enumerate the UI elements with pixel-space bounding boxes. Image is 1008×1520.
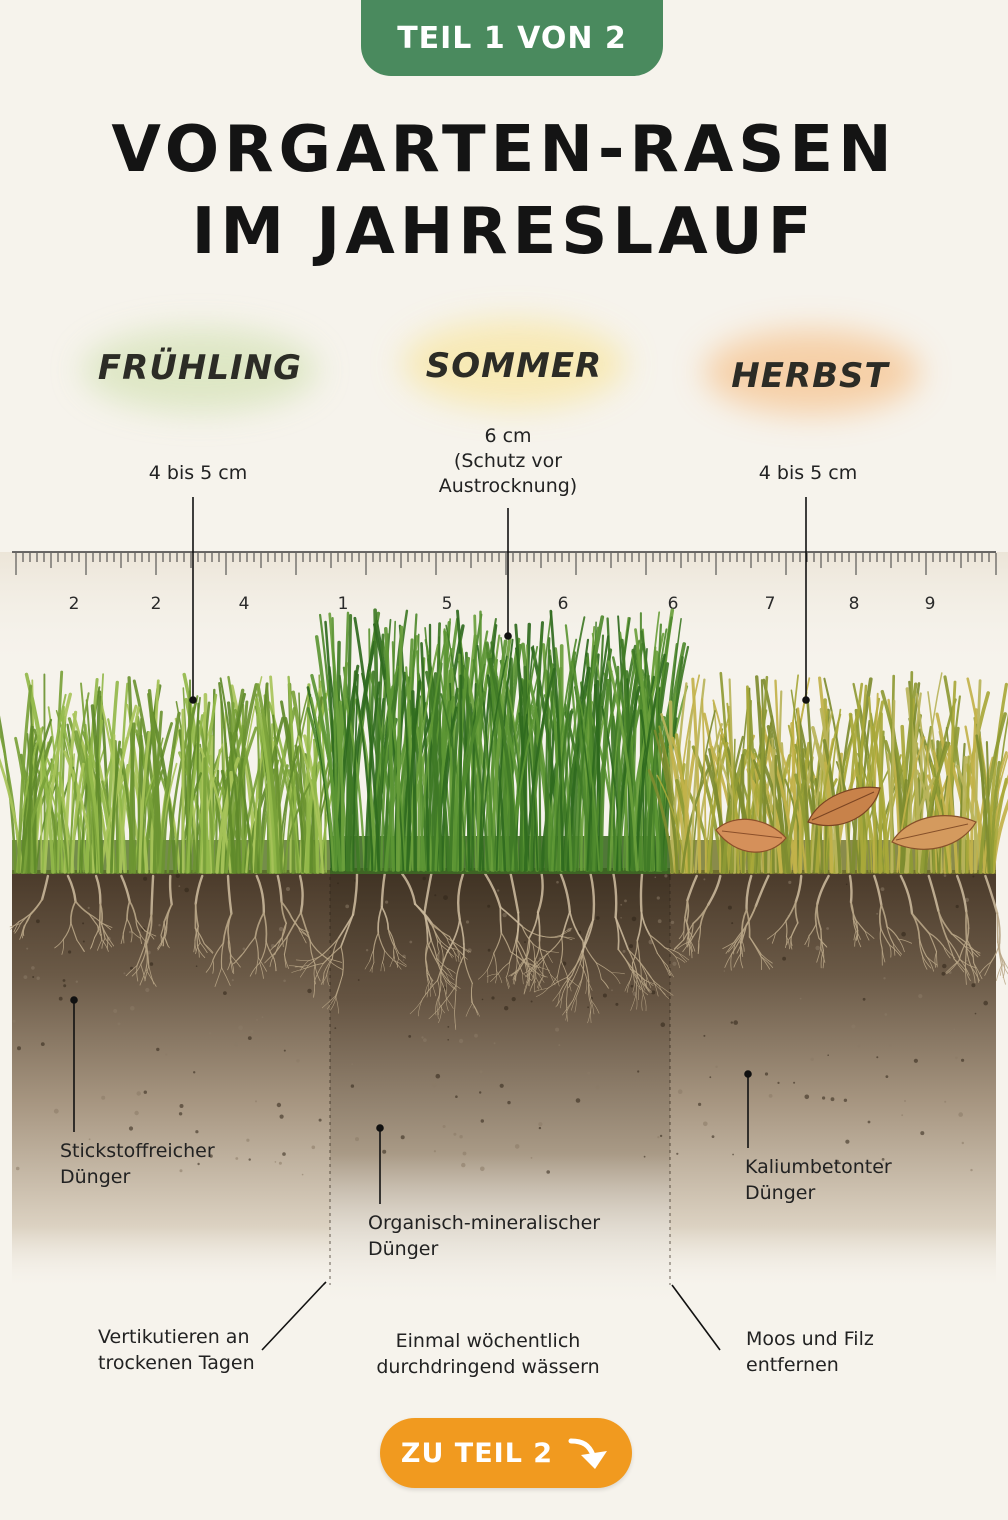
next-part-label: ZU TEIL 2 xyxy=(400,1437,554,1469)
ruler-labels: 2 2 4 1 5 6 6 7 8 9 xyxy=(69,594,936,614)
arrow-down-right-icon xyxy=(568,1438,608,1469)
ruler-ticks xyxy=(15,553,997,575)
spring-fertilizer-label: Stickstoffreicher Dünger xyxy=(60,1140,215,1188)
grass xyxy=(0,608,1008,874)
autumn-leaves xyxy=(715,786,977,853)
season-spring: FRÜHLING xyxy=(97,348,303,388)
next-part-button[interactable]: ZU TEIL 2 xyxy=(380,1418,632,1488)
autumn-task-label: Moos und Filz entfernen xyxy=(746,1328,874,1376)
autumn-fertilizer-label: Kaliumbetonter Dünger xyxy=(745,1156,892,1204)
ruler-number: 1 xyxy=(338,594,349,614)
spring-height-label: 4 bis 5 cm xyxy=(148,462,248,484)
ruler-number: 9 xyxy=(925,594,936,614)
season-blobs xyxy=(82,320,920,414)
ruler-number: 8 xyxy=(849,594,860,614)
season-autumn: HERBST xyxy=(731,356,889,396)
ruler-number: 5 xyxy=(442,594,453,614)
ruler-number: 4 xyxy=(239,594,250,614)
ruler-number: 2 xyxy=(69,594,80,614)
summer-task-label: Einmal wöchentlich durchdringend wässern xyxy=(376,1330,600,1378)
season-summer: SOMMER xyxy=(425,346,603,386)
leader-lines xyxy=(70,497,810,1351)
ruler-number: 6 xyxy=(558,594,569,614)
part-badge: TEIL 1 VON 2 xyxy=(361,0,663,76)
soil-layer xyxy=(12,868,996,1308)
ruler-number: 2 xyxy=(151,594,162,614)
summer-fertilizer-label: Organisch-mineralischer Dünger xyxy=(368,1212,601,1260)
title-line-1: VORGARTEN-RASEN xyxy=(111,113,897,187)
spring-task-label: Vertikutieren an trockenen Tagen xyxy=(98,1326,255,1374)
ruler-number: 7 xyxy=(765,594,776,614)
roots xyxy=(9,872,1008,1030)
ruler-number: 6 xyxy=(668,594,679,614)
title-line-2: IM JAHRESLAUF xyxy=(191,195,817,269)
summer-height-label: 6 cm (Schutz vor Austrocknung) xyxy=(438,425,578,497)
autumn-height-label: 4 bis 5 cm xyxy=(758,462,858,484)
